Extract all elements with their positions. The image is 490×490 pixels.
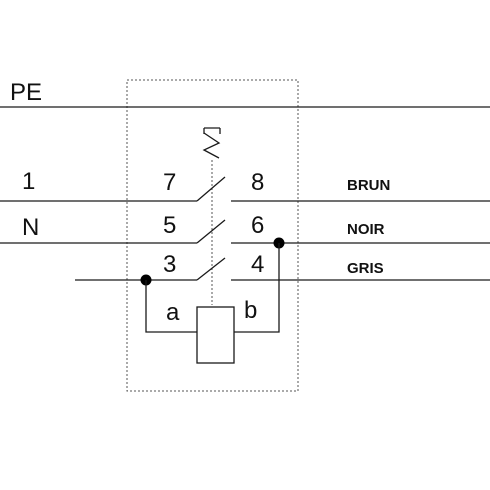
- wire-gris-label: GRIS: [347, 260, 384, 277]
- terminal-8-label: 8: [251, 169, 264, 196]
- actuator-spring-symbol: [202, 132, 221, 159]
- line-1-label: 1: [22, 168, 35, 195]
- coil-b-label: b: [244, 297, 257, 324]
- actuator-bracket: [203, 127, 221, 134]
- terminal-6-label: 6: [251, 212, 264, 239]
- coil-lead-a: [145, 280, 197, 333]
- contact-3-4: [196, 257, 226, 281]
- neutral-label: N: [22, 214, 39, 241]
- relay-coil: [196, 306, 235, 364]
- wire-noir-label: NOIR: [347, 221, 385, 238]
- terminal-3-label: 3: [163, 251, 176, 278]
- coil-lead-b: [234, 243, 280, 333]
- wire-brun-label: BRUN: [347, 177, 390, 194]
- terminal-4-label: 4: [251, 251, 264, 278]
- terminal-5-label: 5: [163, 212, 176, 239]
- terminal-7-label: 7: [163, 169, 176, 196]
- coil-a-label: a: [166, 299, 180, 326]
- pe-label: PE: [10, 79, 42, 106]
- contact-5-6: [196, 219, 226, 244]
- device-enclosure: [126, 79, 299, 392]
- contact-7-8: [196, 176, 226, 202]
